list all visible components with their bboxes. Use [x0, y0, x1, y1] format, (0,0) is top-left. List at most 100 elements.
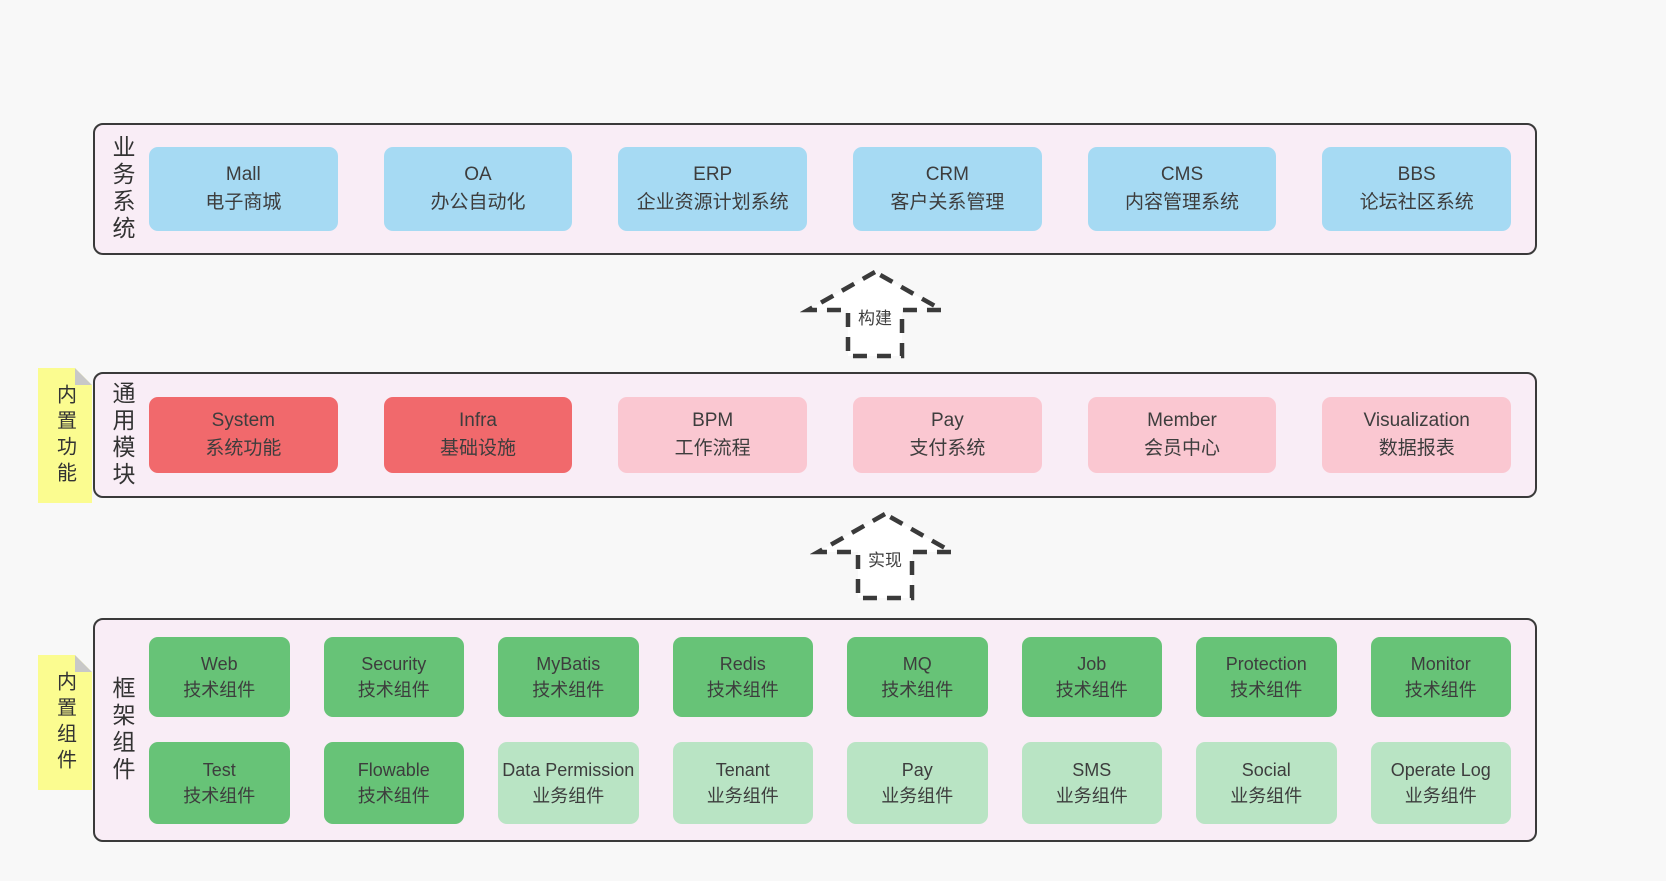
box-subtitle: 客户关系管理	[890, 192, 1005, 213]
box-title: Tenant	[715, 759, 770, 780]
box-subtitle: 数据报表	[1378, 438, 1455, 459]
arrow-build-label: 构建	[855, 303, 895, 330]
box-subtitle: 业务组件	[1230, 785, 1303, 806]
box-subtitle: 技术组件	[183, 679, 256, 700]
box-title: Social	[1241, 759, 1291, 780]
band-business-systems: 业务系统 Mall 电子商城 OA 办公自动化 ERP 企业资源计划系统 CRM…	[93, 123, 1537, 255]
box-title: MQ	[902, 653, 932, 674]
box-title: Pay	[930, 410, 964, 431]
box-protection: Protection 技术组件	[1196, 636, 1337, 717]
box-data-permission: Data Permission 业务组件	[498, 741, 639, 824]
box-title: BBS	[1397, 164, 1436, 185]
box-test: Test 技术组件	[149, 741, 290, 824]
box-subtitle: 会员中心	[1144, 438, 1221, 459]
box-security: Security 技术组件	[323, 636, 464, 717]
box-title: MyBatis	[536, 653, 601, 674]
box-title: Protection	[1225, 653, 1307, 674]
box-title: Mall	[225, 164, 261, 185]
box-mall: Mall 电子商城	[149, 147, 338, 231]
box-oa: OA 办公自动化	[383, 147, 573, 231]
box-visualization: Visualization 数据报表	[1322, 397, 1512, 473]
box-title: Operate Log	[1390, 759, 1491, 780]
box-title: Data Permission	[502, 759, 635, 780]
box-title: Infra	[458, 410, 498, 431]
box-title: Pay	[901, 759, 933, 780]
biz-components-row: Test 技术组件 Flowable 技术组件 Data Permission …	[149, 741, 1511, 824]
note-fold-icon	[75, 655, 92, 672]
box-redis: Redis 技术组件	[672, 636, 813, 717]
arrow-implement-label: 实现	[865, 545, 905, 572]
box-flowable: Flowable 技术组件	[323, 741, 464, 824]
box-mq: MQ 技术组件	[847, 636, 988, 717]
box-title: SMS	[1072, 759, 1112, 780]
band-framework-components: 框架组件 Web 技术组件 Security 技术组件 MyBatis 技术组件…	[93, 618, 1537, 842]
note-text: 内置组件	[53, 670, 76, 775]
tech-components-row: Web 技术组件 Security 技术组件 MyBatis 技术组件 Redi…	[149, 636, 1511, 717]
box-tenant: Tenant 业务组件	[672, 741, 813, 824]
band-label-framework-components: 框架组件	[109, 676, 135, 784]
box-subtitle: 技术组件	[1230, 679, 1303, 700]
common-modules-row: System 系统功能 Infra 基础设施 BPM 工作流程 Pay 支付系统…	[149, 374, 1535, 496]
box-system: System 系统功能	[149, 397, 338, 473]
box-bpm: BPM 工作流程	[618, 397, 808, 473]
box-mybatis: MyBatis 技术组件	[498, 636, 639, 717]
box-operate-log: Operate Log 业务组件	[1370, 741, 1511, 824]
business-systems-row: Mall 电子商城 OA 办公自动化 ERP 企业资源计划系统 CRM 客户关系…	[149, 125, 1535, 253]
box-infra: Infra 基础设施	[383, 397, 573, 473]
box-subtitle: 技术组件	[183, 785, 256, 806]
box-title: CMS	[1160, 164, 1204, 185]
box-subtitle: 业务组件	[532, 785, 605, 806]
box-subtitle: 业务组件	[706, 785, 779, 806]
box-title: Flowable	[357, 759, 430, 780]
box-job: Job 技术组件	[1021, 636, 1162, 717]
box-cms: CMS 内容管理系统	[1087, 147, 1277, 231]
box-title: CRM	[925, 164, 969, 185]
box-erp: ERP 企业资源计划系统	[618, 147, 808, 231]
box-subtitle: 论坛社区系统	[1359, 192, 1474, 213]
box-title: Redis	[719, 653, 766, 674]
box-pay-component: Pay 业务组件	[847, 741, 988, 824]
box-title: ERP	[693, 164, 733, 185]
box-subtitle: 电子商城	[205, 192, 282, 213]
box-title: Job	[1077, 653, 1107, 674]
box-subtitle: 内容管理系统	[1125, 192, 1240, 213]
box-crm: CRM 客户关系管理	[853, 147, 1042, 231]
box-pay-module: Pay 支付系统	[853, 397, 1042, 473]
box-title: Monitor	[1410, 653, 1471, 674]
box-subtitle: 技术组件	[706, 679, 779, 700]
band-label-common-modules: 通用模块	[109, 381, 135, 489]
box-member: Member 会员中心	[1087, 397, 1277, 473]
box-title: Web	[200, 653, 238, 674]
box-subtitle: 业务组件	[1404, 785, 1477, 806]
box-subtitle: 技术组件	[532, 679, 605, 700]
band-label-business-systems: 业务系统	[109, 135, 135, 243]
box-subtitle: 技术组件	[1055, 679, 1128, 700]
box-social: Social 业务组件	[1196, 741, 1337, 824]
note-text: 内置功能	[53, 383, 76, 488]
sticky-note-built-in-features: 内置功能	[38, 368, 92, 503]
box-subtitle: 工作流程	[674, 438, 751, 459]
box-title: Member	[1147, 410, 1217, 431]
box-sms: SMS 业务组件	[1021, 741, 1162, 824]
note-fold-icon	[75, 368, 92, 385]
box-web: Web 技术组件	[149, 636, 290, 717]
box-subtitle: 业务组件	[881, 785, 954, 806]
box-subtitle: 企业资源计划系统	[636, 192, 789, 213]
box-title: OA	[464, 164, 492, 185]
box-subtitle: 技术组件	[357, 785, 430, 806]
box-subtitle: 技术组件	[357, 679, 430, 700]
box-title: Security	[361, 653, 427, 674]
box-subtitle: 技术组件	[881, 679, 954, 700]
box-title: System	[211, 410, 276, 431]
band-common-modules: 通用模块 System 系统功能 Infra 基础设施 BPM 工作流程 Pay…	[93, 372, 1537, 498]
box-title: BPM	[692, 410, 734, 431]
framework-components-grid: Web 技术组件 Security 技术组件 MyBatis 技术组件 Redi…	[149, 620, 1535, 840]
box-subtitle: 基础设施	[440, 438, 517, 459]
box-title: Visualization	[1363, 410, 1470, 431]
arrow-build: 构建	[800, 266, 950, 362]
box-title: Test	[202, 759, 236, 780]
arrow-implement: 实现	[810, 508, 960, 604]
box-subtitle: 技术组件	[1404, 679, 1477, 700]
box-subtitle: 支付系统	[909, 438, 986, 459]
box-subtitle: 办公自动化	[430, 192, 526, 213]
